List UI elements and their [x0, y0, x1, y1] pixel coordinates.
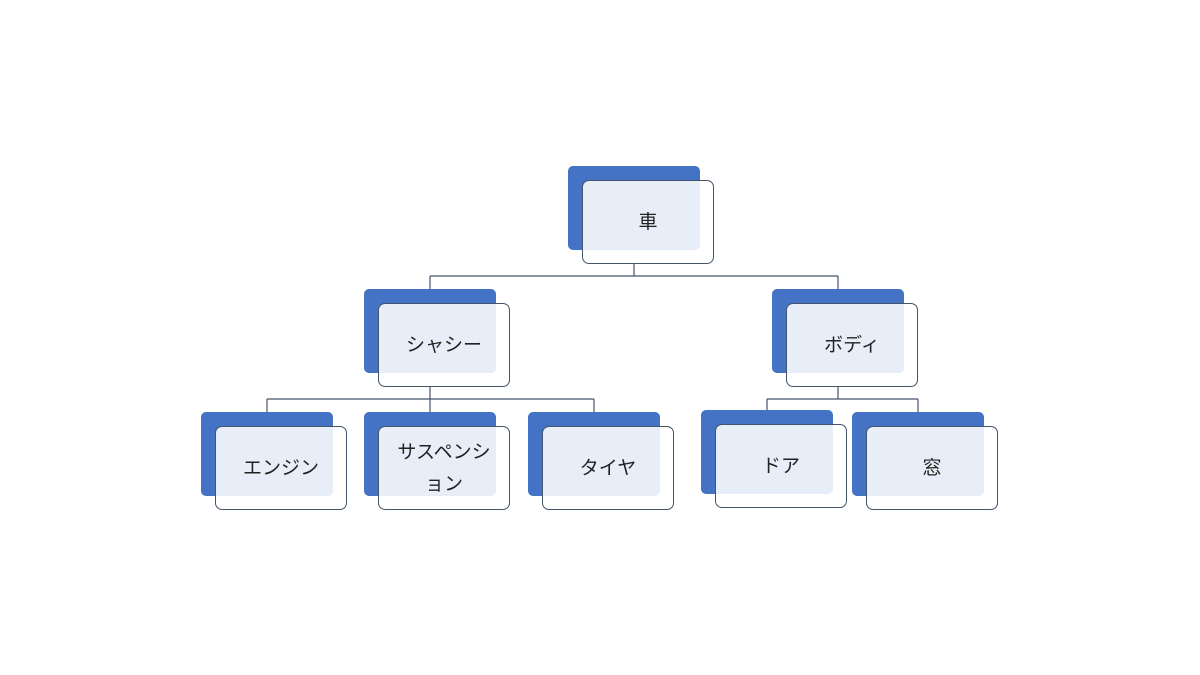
node-window-box: 窓 [866, 426, 998, 510]
node-tire-label: タイヤ [579, 457, 637, 479]
node-chassis-label: シャシー [405, 334, 482, 356]
node-engine-label: エンジン [242, 457, 319, 479]
node-car-box: 車 [582, 180, 714, 264]
node-chassis-box: シャシー [378, 303, 510, 387]
node-car-label: 車 [638, 211, 658, 233]
node-suspension-box: サスペンション [378, 426, 510, 510]
node-door-box: ドア [715, 424, 847, 508]
node-engine-box: エンジン [215, 426, 347, 510]
node-body-box: ボディ [786, 303, 918, 387]
node-tire-box: タイヤ [542, 426, 674, 510]
node-body-label: ボディ [824, 334, 880, 356]
node-door-label: ドア [761, 455, 800, 477]
node-suspension-label: サスペンション [397, 441, 491, 495]
node-window-label: 窓 [922, 457, 942, 479]
